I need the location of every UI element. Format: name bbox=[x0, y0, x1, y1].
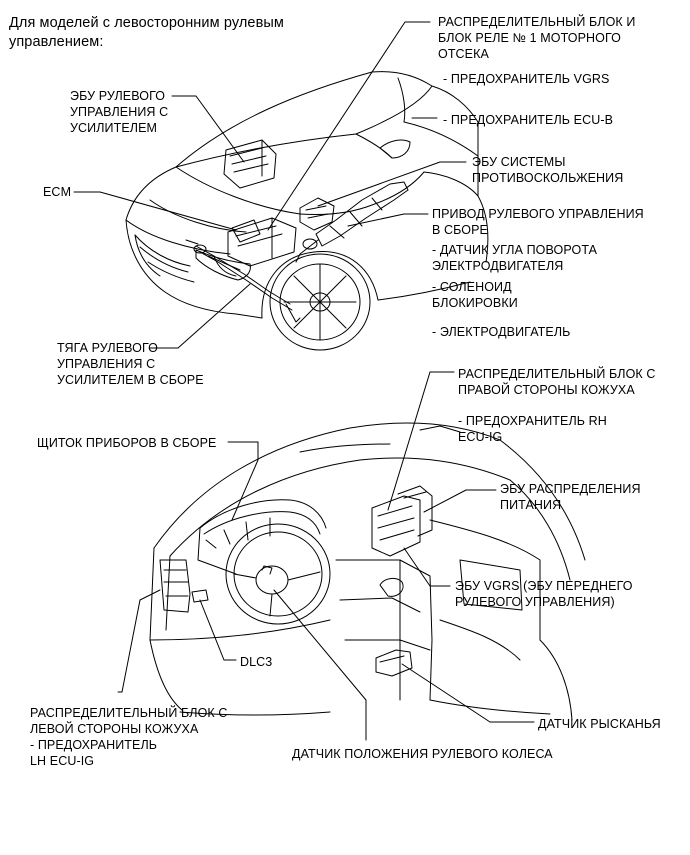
label-motor-angle-sensor: - ДАТЧИК УГЛА ПОВОРОТА ЭЛЕКТРОДВИГАТЕЛЯ bbox=[432, 243, 598, 273]
label-dlc3: DLC3 bbox=[240, 655, 273, 669]
dashboard-drawing bbox=[149, 422, 586, 721]
label-ecm: ECM bbox=[43, 185, 72, 199]
label-fuse-ecu-b: - ПРЕДОХРАНИТЕЛЬ ECU-B bbox=[443, 113, 614, 127]
label-power-distribution-ecu: ЭБУ РАСПРЕДЕЛЕНИЯ ПИТАНИЯ bbox=[500, 482, 641, 512]
label-yaw-rate-sensor: ДАТЧИК РЫСКАНЬЯ bbox=[538, 717, 661, 731]
label-fuse-vgrs: - ПРЕДОХРАНИТЕЛЬ VGRS bbox=[443, 72, 610, 86]
label-lock-solenoid: - СОЛЕНОИД БЛОКИРОВКИ bbox=[432, 280, 518, 310]
leader-lines bbox=[73, 21, 535, 741]
label-steering-angle-sensor: ДАТЧИК ПОЛОЖЕНИЯ РУЛЕВОГО КОЛЕСА bbox=[292, 747, 553, 761]
label-fuse-rh-ecu-ig: - ПРЕДОХРАНИТЕЛЬ RH ECU-IG bbox=[458, 414, 607, 444]
label-combination-meter: ЩИТОК ПРИБОРОВ В СБОРЕ bbox=[37, 436, 217, 450]
label-junction-block-lh: РАСПРЕДЕЛИТЕЛЬНЫЙ БЛОК С ЛЕВОЙ СТОРОНЫ К… bbox=[30, 706, 228, 768]
label-skid-control-ecu: ЭБУ СИСТЕМЫ ПРОТИВОСКОЛЬЖЕНИЯ bbox=[472, 155, 624, 185]
label-motor: - ЭЛЕКТРОДВИГАТЕЛЬ bbox=[432, 325, 571, 339]
diagram-header: Для моделей с левосторонним рулевым упра… bbox=[9, 15, 284, 50]
label-junction-block-rh: РАСПРЕДЕЛИТЕЛЬНЫЙ БЛОК С ПРАВОЙ СТОРОНЫ … bbox=[458, 367, 656, 397]
label-power-steering-ecu: ЭБУ РУЛЕВОГО УПРАВЛЕНИЯ С УСИЛИТЕЛЕМ bbox=[70, 89, 169, 135]
car-drawing bbox=[125, 71, 489, 351]
label-junction-block-engine: РАСПРЕДЕЛИТЕЛЬНЫЙ БЛОК И БЛОК РЕЛЕ № 1 М… bbox=[438, 15, 636, 61]
label-steering-actuator: ПРИВОД РУЛЕВОГО УПРАВЛЕНИЯ В СБОРЕ bbox=[432, 207, 644, 237]
label-power-steering-link: ТЯГА РУЛЕВОГО УПРАВЛЕНИЯ С УСИЛИТЕЛЕМ В … bbox=[57, 341, 204, 387]
label-vgrs-ecu: ЭБУ VGRS (ЭБУ ПЕРЕДНЕГО РУЛЕВОГО УПРАВЛЕ… bbox=[455, 579, 633, 609]
